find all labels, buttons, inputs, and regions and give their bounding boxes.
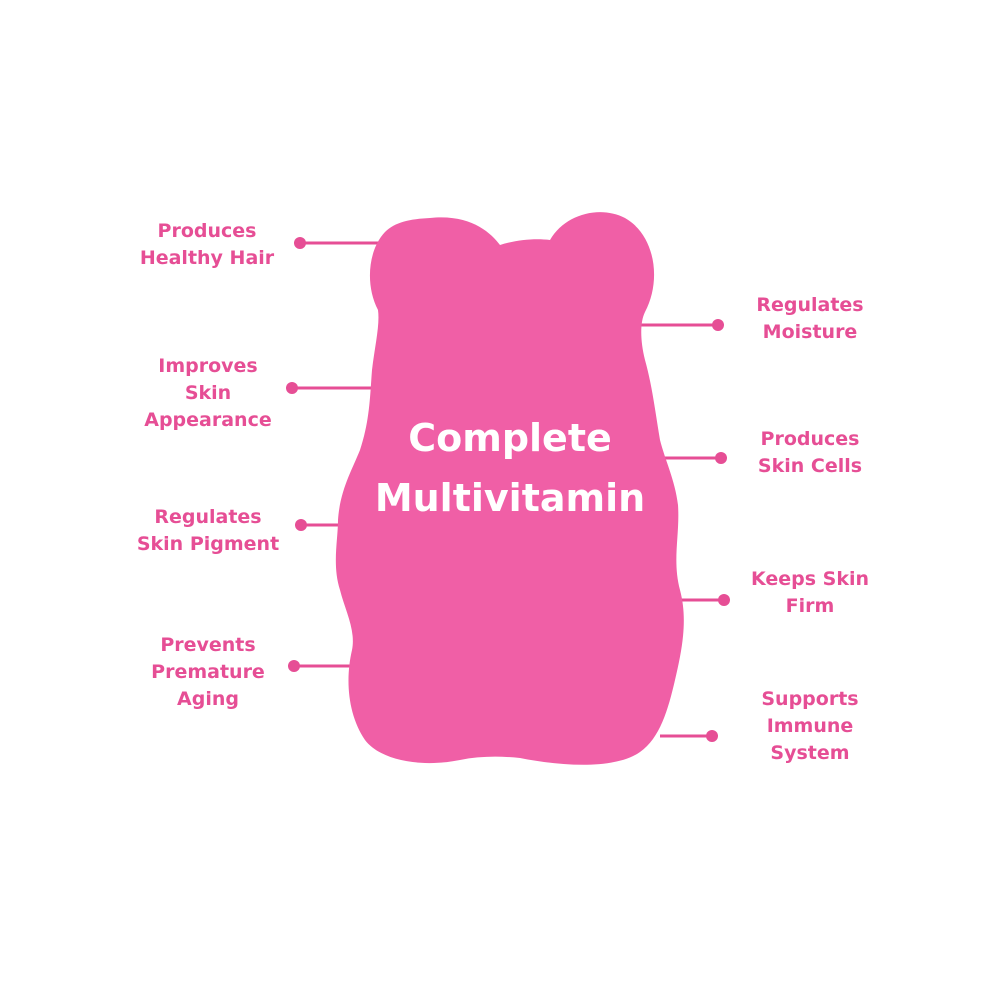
benefit-label-line: Aging <box>177 688 239 710</box>
benefit-label-line: Immune <box>766 715 854 737</box>
benefit-label-moisture: Regulates Moisture <box>710 292 910 346</box>
benefit-label-line: Keeps Skin <box>750 568 870 590</box>
benefit-label-line: Supports <box>761 688 859 710</box>
connector-dot-moisture <box>712 319 724 331</box>
connector-dot-premature-aging <box>288 660 300 672</box>
benefit-label-premature-aging: Prevents Premature Aging <box>108 632 308 713</box>
center-title-line-1: Complete <box>408 416 612 460</box>
benefit-label-line: Skin Cells <box>757 455 863 477</box>
connector-dot-skin-appearance <box>286 382 298 394</box>
benefit-label-line: Skin <box>184 382 232 404</box>
center-title-line-2: Multivitamin <box>374 476 646 520</box>
benefit-label-skin-cells: Produces Skin Cells <box>710 426 910 480</box>
benefit-label-line: Regulates <box>756 294 864 316</box>
benefit-label-immune-system: Supports Immune System <box>710 686 910 767</box>
connector-dot-immune-system <box>706 730 718 742</box>
benefit-label-skin-firm: Keeps Skin Firm <box>710 566 910 620</box>
connector-dot-skin-pigment <box>295 519 307 531</box>
benefit-label-line: Firm <box>785 595 835 617</box>
benefit-label-skin-pigment: Regulates Skin Pigment <box>108 504 308 558</box>
benefit-label-healthy-hair: Produces Healthy Hair <box>107 218 307 272</box>
benefit-label-line: Healthy Hair <box>139 247 275 269</box>
benefit-label-line: Regulates <box>154 506 262 528</box>
gummy-bear-silhouette <box>335 212 684 765</box>
benefit-label-line: Improves <box>158 355 258 377</box>
benefit-label-line: Produces <box>157 220 257 242</box>
connector-dot-skin-cells <box>715 452 727 464</box>
benefit-label-line: Prevents <box>160 634 256 656</box>
benefit-label-line: Skin Pigment <box>136 533 280 555</box>
benefit-label-line: System <box>770 742 850 764</box>
connector-dot-skin-firm <box>718 594 730 606</box>
benefit-label-skin-appearance: Improves Skin Appearance <box>108 353 308 434</box>
benefit-label-line: Produces <box>760 428 860 450</box>
benefit-label-line: Premature <box>151 661 265 683</box>
benefit-label-line: Appearance <box>144 409 272 431</box>
center-title: Complete Multivitamin <box>340 408 680 528</box>
connector-dot-healthy-hair <box>294 237 306 249</box>
benefit-label-line: Moisture <box>762 321 858 343</box>
connectors <box>286 237 730 742</box>
